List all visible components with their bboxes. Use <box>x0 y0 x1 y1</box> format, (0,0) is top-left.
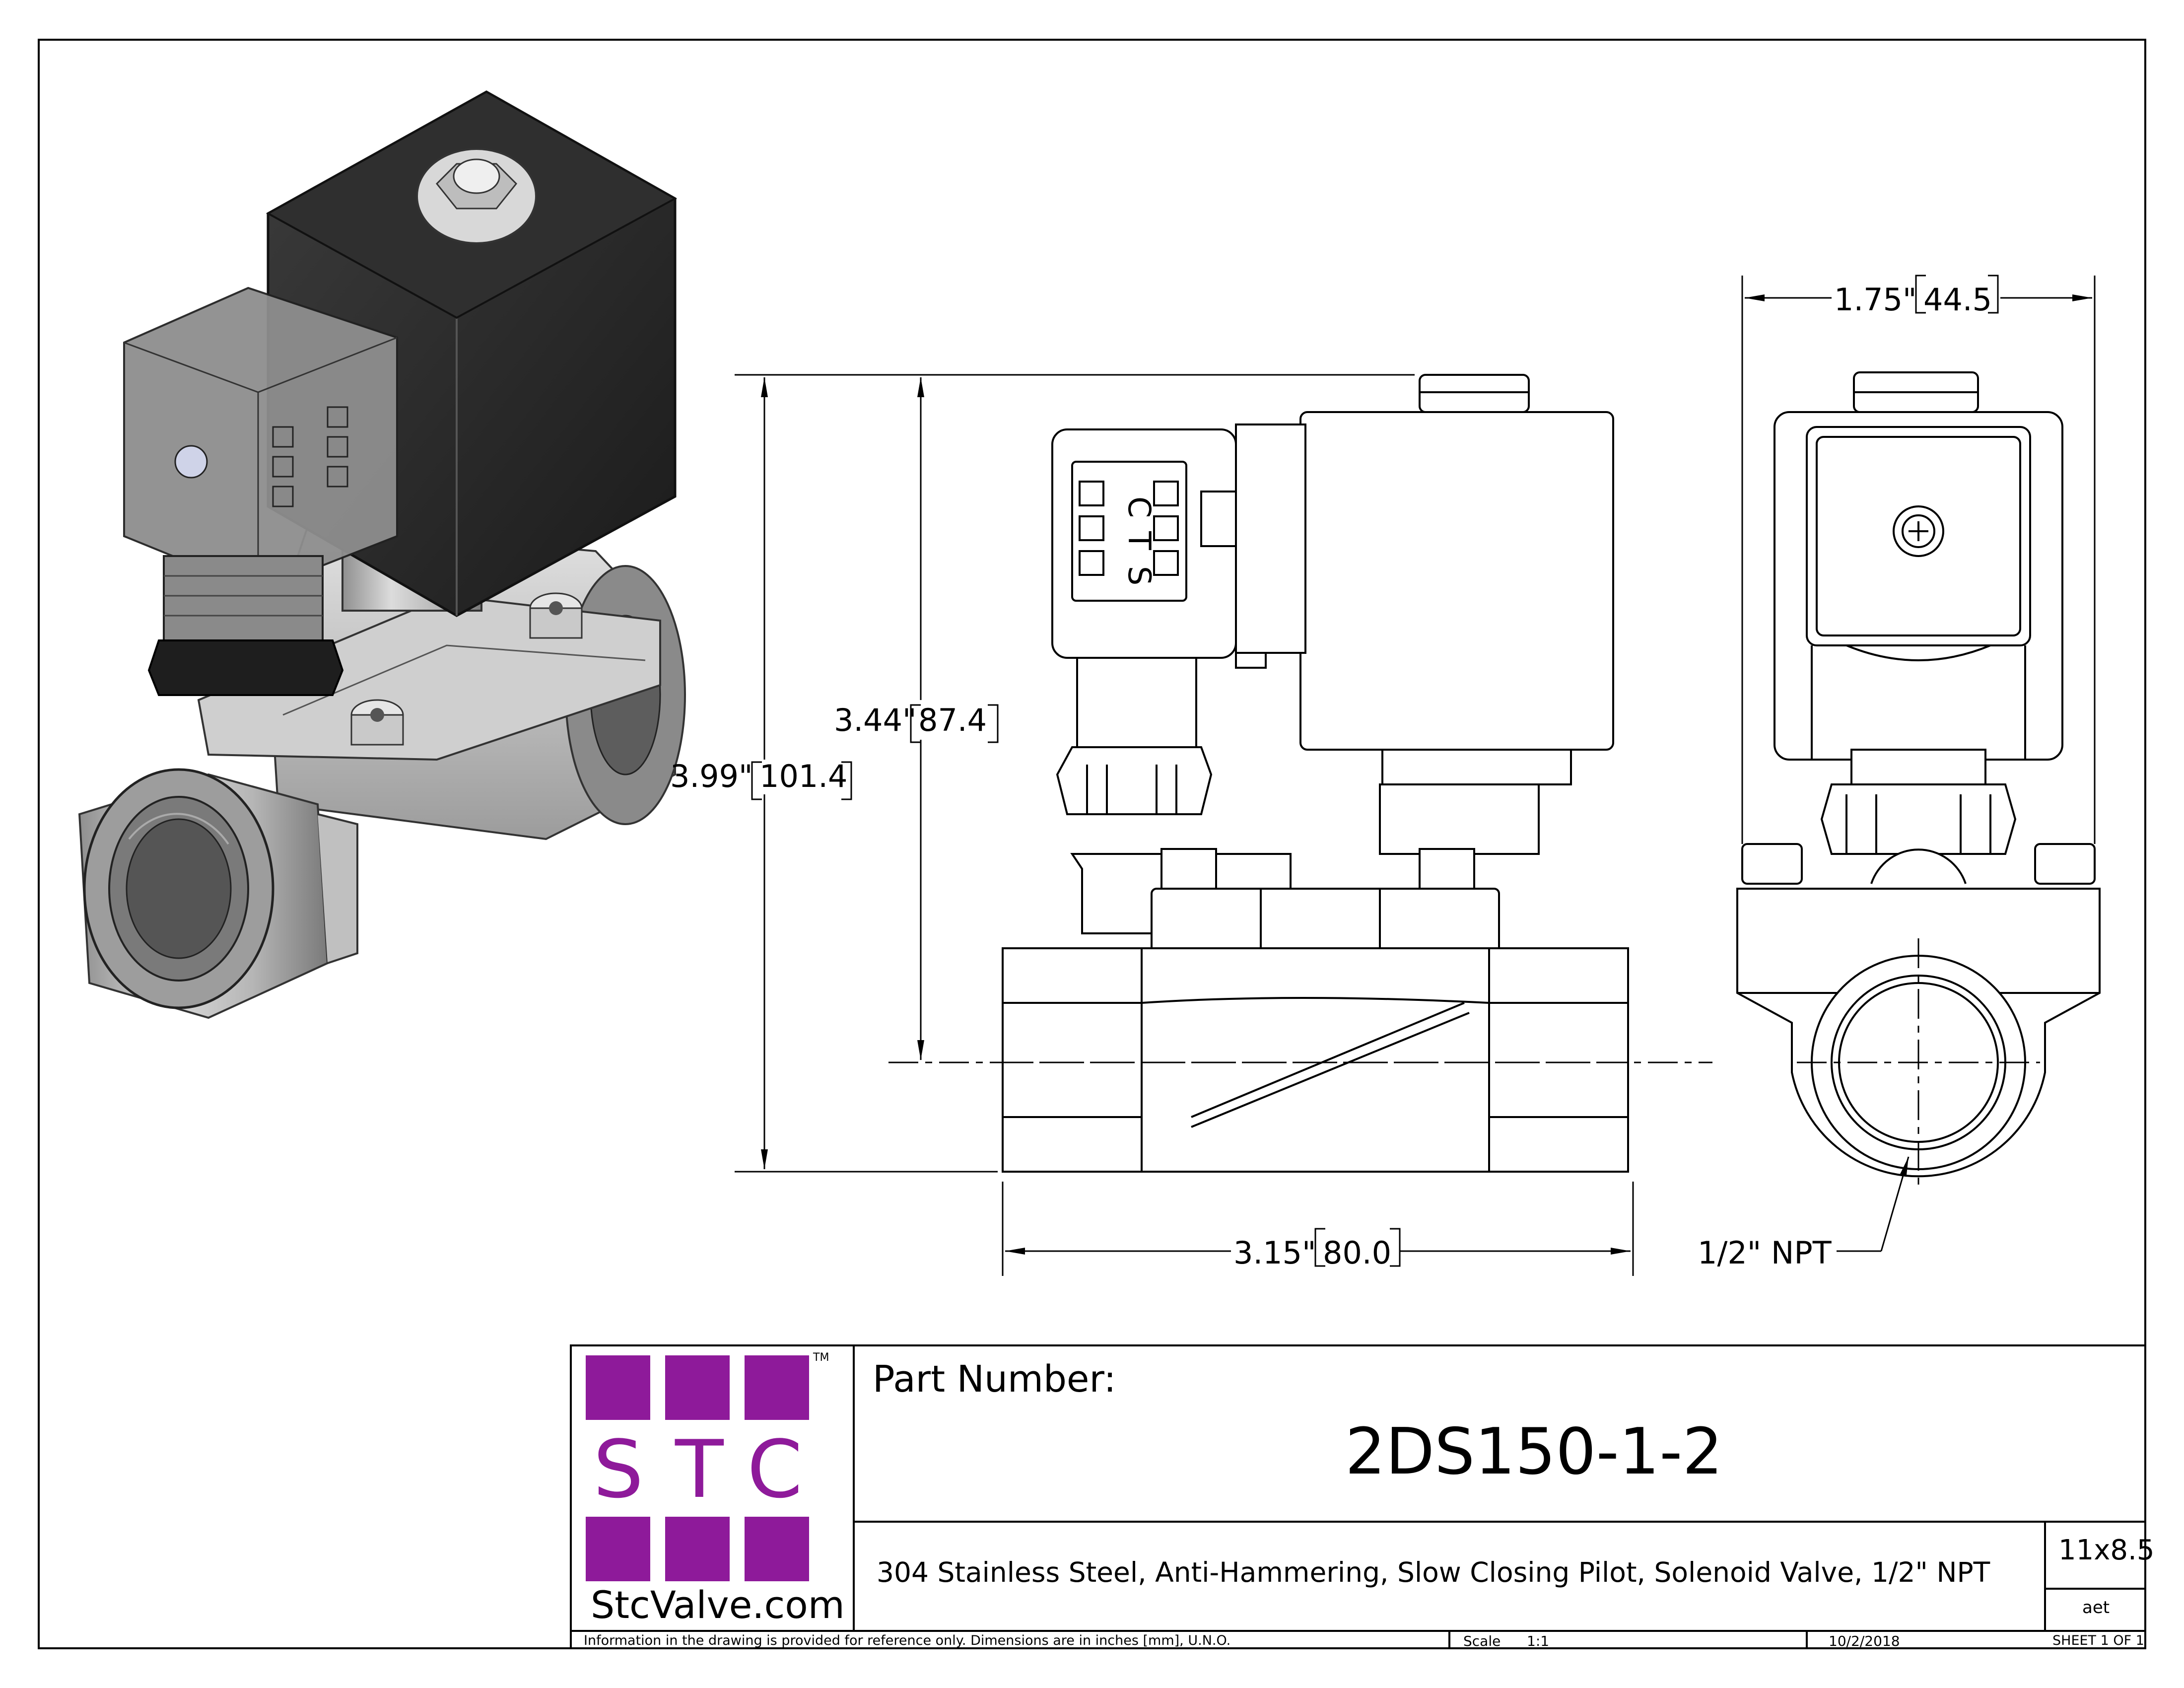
port-callout: 1/2" NPT <box>1698 1156 1910 1271</box>
connector-screw-icon <box>174 445 208 479</box>
top-nut-front <box>1419 374 1530 413</box>
dim-width-mm: 44.5 <box>1923 281 1992 318</box>
sheet-number: SHEET 1 OF 1 <box>2052 1633 2144 1648</box>
din-connector <box>123 286 398 592</box>
logo-square <box>665 1517 730 1581</box>
scale-label: Scale <box>1463 1633 1501 1649</box>
isometric-valve-render <box>78 90 686 1019</box>
disclaimer: Information in the drawing is provided f… <box>584 1633 1231 1648</box>
trademark-mark: TM <box>813 1351 829 1364</box>
logo-square <box>745 1355 809 1420</box>
bonnet-bolt-icon <box>350 699 404 746</box>
gland-nut-icon <box>147 639 344 696</box>
part-description: 304 Stainless Steel, Anti-Hammering, Slo… <box>877 1556 1990 1588</box>
dim-overall-height-in: 3.99" <box>670 758 753 794</box>
dim-width-in: 1.75" <box>1834 281 1917 318</box>
front-view <box>1002 374 1629 1173</box>
dim-overall-height-mm: 101.4 <box>759 758 848 794</box>
dim-center-height-mm: 87.4 <box>918 702 987 738</box>
dim-length-in: 3.15" <box>1233 1235 1316 1271</box>
dim-overall-height: 3.99" 101.4 <box>670 377 852 1169</box>
bonnet-bolt-icon <box>529 592 583 639</box>
logo-site: StcValve.com <box>591 1583 845 1627</box>
end-view <box>1736 371 2101 1178</box>
dim-width: 1.75" 44.5 <box>1741 275 2096 844</box>
drawn-by: aet <box>2082 1598 2110 1618</box>
coil-letter-s: S <box>1121 566 1158 585</box>
coil-front <box>1299 411 1614 751</box>
logo-square <box>745 1517 809 1581</box>
logo-square <box>586 1517 650 1581</box>
logo-letter-c: C <box>747 1423 803 1516</box>
coil-letter-t: T <box>1121 531 1158 551</box>
coil-letter-c: C <box>1121 496 1158 518</box>
dim-center-height: 3.44" 87.4 <box>834 377 999 1060</box>
logo-square <box>665 1355 730 1420</box>
port-callout-text: 1/2" NPT <box>1698 1235 1832 1271</box>
logo-letter-s: S <box>593 1423 644 1516</box>
logo-square <box>586 1355 650 1420</box>
part-number: 2DS150-1-2 <box>1345 1415 1723 1489</box>
scale-value: 1:1 <box>1527 1633 1550 1649</box>
dim-length: 3.15" 80.0 <box>1002 1182 1634 1276</box>
drawing-date: 10/2/2018 <box>1829 1633 1900 1649</box>
body-front <box>1002 947 1629 1173</box>
top-nut-icon <box>416 148 537 244</box>
dim-center-height-in: 3.44" <box>834 702 917 738</box>
part-number-label: Part Number: <box>873 1358 1116 1401</box>
title-block-frame <box>570 1344 2146 1649</box>
logo-letter-t: T <box>675 1423 724 1516</box>
paper-size: 11x8.5 <box>2058 1534 2155 1566</box>
dim-length-mm: 80.0 <box>1323 1235 1391 1271</box>
